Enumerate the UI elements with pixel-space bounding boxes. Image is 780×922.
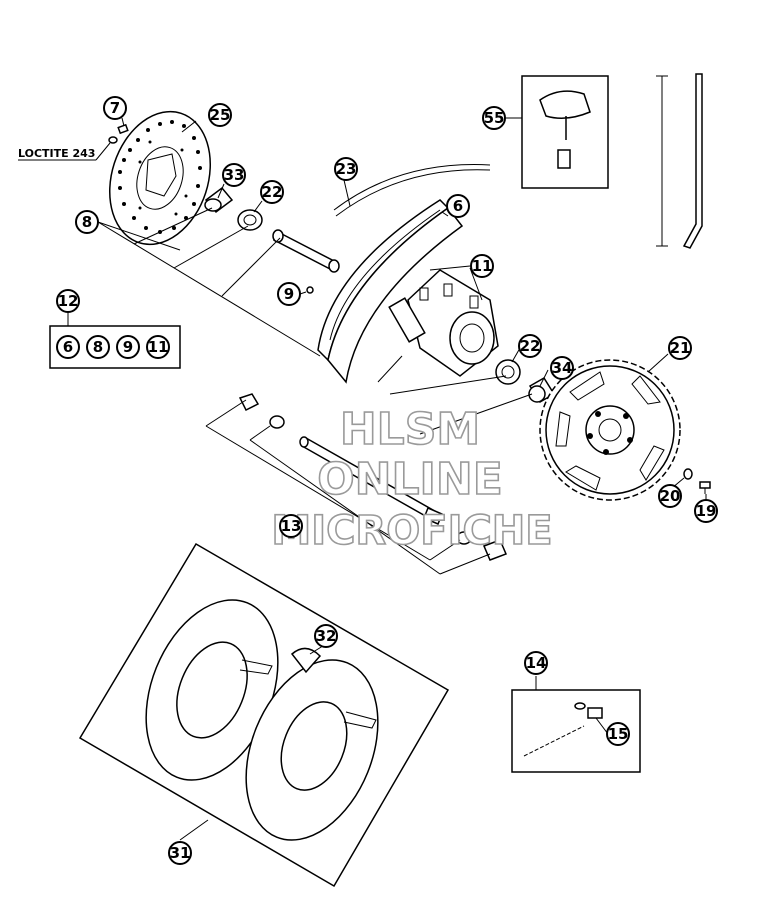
loctite-note: LOCTITE 243 bbox=[18, 147, 95, 160]
sprocket-nut bbox=[683, 468, 693, 480]
svg-text:20: 20 bbox=[660, 487, 681, 505]
callout-7: 7 bbox=[103, 96, 127, 120]
callout-6: 6 bbox=[446, 194, 470, 218]
svg-text:32: 32 bbox=[316, 627, 337, 645]
callout-21: 21 bbox=[668, 336, 692, 360]
svg-text:13: 13 bbox=[281, 517, 302, 535]
watermark-line-1: HLSM bbox=[340, 404, 480, 455]
watermark: HLSM ONLINE MICROFICHE bbox=[271, 403, 554, 555]
callouts: 7 25 33 22 8 23 6 11 9 12 55 22 34 21 13… bbox=[56, 96, 718, 865]
disc-gasket-box bbox=[78, 542, 450, 888]
axle-spacer-tube bbox=[272, 229, 340, 273]
callout-14: 14 bbox=[524, 651, 548, 675]
callout-32: 32 bbox=[314, 624, 338, 648]
svg-text:22: 22 bbox=[520, 337, 541, 355]
valve-box bbox=[521, 75, 609, 189]
callout-34: 34 bbox=[550, 356, 574, 380]
svg-text:14: 14 bbox=[526, 654, 547, 672]
watermark-line-2: ONLINE bbox=[317, 454, 503, 505]
kit-item-11: 11 bbox=[146, 335, 170, 359]
svg-text:55: 55 bbox=[484, 109, 505, 127]
kit-item-9: 9 bbox=[116, 335, 140, 359]
callout-22-right: 22 bbox=[518, 334, 542, 358]
callout-25: 25 bbox=[208, 103, 232, 127]
disc-bolt bbox=[108, 123, 129, 144]
svg-text:8: 8 bbox=[82, 213, 92, 231]
spoke bbox=[656, 73, 703, 249]
brake-disc bbox=[108, 110, 212, 246]
rim-tape bbox=[333, 164, 491, 211]
svg-text:23: 23 bbox=[336, 160, 357, 178]
bearing-right bbox=[495, 359, 521, 385]
svg-text:8: 8 bbox=[93, 338, 103, 356]
svg-text:15: 15 bbox=[608, 725, 629, 743]
svg-text:9: 9 bbox=[123, 338, 133, 356]
svg-text:33: 33 bbox=[224, 166, 245, 184]
callout-20: 20 bbox=[658, 484, 682, 508]
spacer bbox=[204, 186, 234, 214]
callout-19: 19 bbox=[694, 499, 718, 523]
sprocket-bolt bbox=[699, 481, 711, 494]
watermark-line-3: MICROFICHE bbox=[271, 508, 552, 554]
kit-item-8: 8 bbox=[86, 335, 110, 359]
callout-33: 33 bbox=[222, 163, 246, 187]
callout-9: 9 bbox=[277, 282, 301, 306]
callout-13: 13 bbox=[279, 514, 303, 538]
callout-11: 11 bbox=[470, 254, 494, 278]
callout-55: 55 bbox=[482, 106, 506, 130]
svg-text:31: 31 bbox=[170, 844, 191, 862]
svg-text:7: 7 bbox=[110, 99, 120, 117]
callout-31: 31 bbox=[168, 841, 192, 865]
callout-23: 23 bbox=[334, 157, 358, 181]
svg-text:11: 11 bbox=[148, 338, 169, 356]
svg-text:34: 34 bbox=[552, 359, 573, 377]
bearing-left bbox=[237, 209, 263, 231]
svg-text:25: 25 bbox=[210, 106, 231, 124]
kit-item-6: 6 bbox=[56, 335, 80, 359]
small-washer bbox=[306, 286, 314, 294]
svg-text:6: 6 bbox=[453, 197, 463, 215]
sprocket bbox=[539, 359, 681, 501]
svg-text:9: 9 bbox=[284, 285, 294, 303]
svg-text:22: 22 bbox=[262, 183, 283, 201]
leader-lines bbox=[67, 117, 707, 841]
svg-text:6: 6 bbox=[63, 338, 73, 356]
callout-12: 12 bbox=[56, 289, 80, 313]
svg-text:11: 11 bbox=[472, 257, 493, 275]
hub bbox=[388, 269, 499, 377]
svg-text:21: 21 bbox=[670, 339, 691, 357]
axle-assembly bbox=[205, 393, 507, 575]
svg-text:12: 12 bbox=[58, 292, 79, 310]
callout-8: 8 bbox=[75, 210, 99, 234]
callout-15: 15 bbox=[606, 722, 630, 746]
callout-22-left: 22 bbox=[260, 180, 284, 204]
svg-text:19: 19 bbox=[696, 502, 717, 520]
